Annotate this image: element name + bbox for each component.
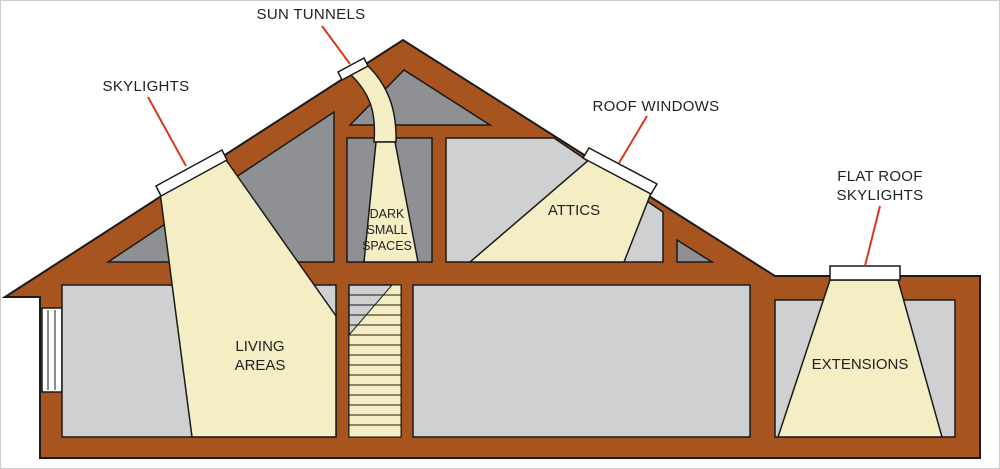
callout-line-sun-tunnels — [321, 25, 351, 65]
label-sun-tunnels: SUN TUNNELS — [257, 6, 366, 23]
label-flat-roof-line1: FLAT ROOF — [837, 168, 923, 185]
staircase — [348, 284, 402, 438]
sun-tunnel-pipe — [348, 64, 397, 143]
sun-tunnel-dome — [337, 56, 369, 82]
label-dark-line1: DARK — [370, 207, 405, 221]
callout-line-skylights — [147, 96, 187, 167]
label-living-line1: LIVING — [235, 338, 284, 355]
label-living-line2: AREAS — [235, 357, 286, 374]
front-window — [41, 307, 63, 393]
callout-line-roof-windows — [618, 115, 648, 164]
skylight-glass — [155, 148, 228, 198]
label-dark-line3: SPACES — [362, 239, 412, 253]
label-skylights: SKYLIGHTS — [103, 78, 190, 95]
label-extensions: EXTENSIONS — [812, 356, 909, 373]
flat-roof-skylight-box — [829, 265, 901, 281]
label-flat-roof-line2: SKYLIGHTS — [837, 187, 924, 204]
sun-tunnel-light-beam — [363, 141, 419, 263]
label-attics: ATTICS — [548, 202, 600, 219]
attic-void-far-right — [676, 238, 715, 263]
roof-window-glass — [581, 147, 659, 195]
label-roof-windows: ROOF WINDOWS — [593, 98, 720, 115]
callout-line-flat-roof — [864, 205, 881, 267]
label-dark-line2: SMALL — [367, 223, 408, 237]
living-room-right — [412, 284, 751, 438]
